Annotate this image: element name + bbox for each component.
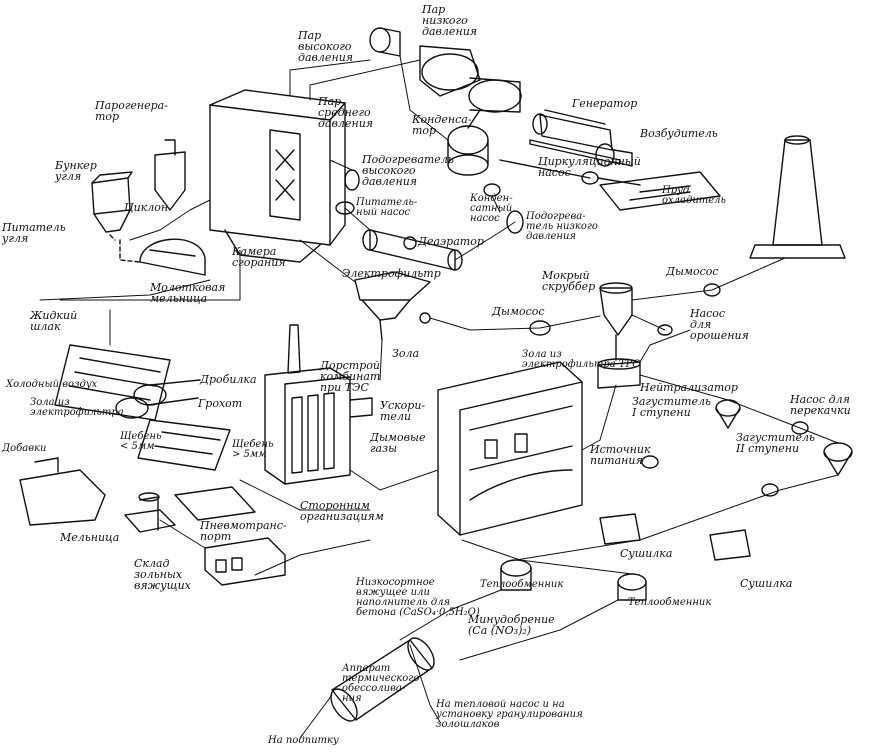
electrofilter-unit — [354, 271, 431, 341]
label-to-makeup: На подпитку — [268, 735, 339, 746]
label-steam-low-pressure: Пар низкого давления — [422, 3, 478, 38]
label-pneumatic-transport: Пневмотранс- порт — [200, 519, 287, 543]
label-coal-bunker: Бункер угля — [55, 159, 97, 183]
label-steam-generator: Парогенера- тор — [95, 99, 168, 123]
label-smoke-exhauster-right: Дымосос — [666, 265, 719, 278]
label-wet-scrubber: Мокрый скруббер — [542, 269, 596, 293]
gravel-tray — [174, 486, 256, 521]
label-transfer-pump: Насос для перекачки — [790, 393, 851, 417]
turbine-assembly — [369, 27, 522, 113]
label-tes-complex: Дорстрой комбинат при ТЭС — [320, 359, 381, 394]
circulation-pump — [499, 159, 641, 186]
label-low-grade-binder: Низкосортное вяжущее или наполнитель для… — [356, 577, 480, 618]
cooling-pond — [599, 171, 721, 211]
exciter-unit — [595, 143, 633, 167]
crusher-rolls — [115, 379, 201, 419]
label-neutralizer: Нейтрализатор — [640, 381, 738, 394]
label-heat-exchanger-2: Теплообменник — [628, 597, 712, 608]
cyclone-separator — [154, 139, 186, 211]
label-ash: Зола — [392, 347, 420, 360]
label-hp-heater: Подогреватель высокого давления — [362, 153, 454, 188]
label-desalination-apparatus: Аппарат термического обессолива- ния — [342, 663, 420, 704]
label-electrofilter: Электрофильтр — [342, 267, 441, 280]
label-accelerators: Ускори- тели — [380, 399, 426, 423]
label-smoke-exhauster-left: Дымосос — [492, 305, 545, 318]
label-gravel-gt5: Щебень > 5мм — [232, 439, 274, 460]
neutralizer-tank — [597, 358, 641, 389]
deaerator-tank — [362, 229, 463, 271]
label-thickener-1: Загуститель I ступени — [632, 395, 711, 419]
label-cold-air: Холодный воздух — [6, 379, 98, 390]
label-screen: Грохот — [198, 397, 243, 410]
boiler — [209, 89, 346, 263]
label-feed-pump: Питатель- ный насос — [356, 197, 418, 218]
ash-binder-silo — [204, 537, 286, 586]
chimney — [749, 135, 846, 259]
label-condenser: Конденса- тор — [412, 113, 472, 137]
label-coal-feeder: Питатель угля — [2, 221, 66, 245]
hammer-mill — [139, 238, 206, 276]
label-heat-exchanger-1: Теплообменник — [480, 579, 564, 590]
label-outside-organizations: Сторонним организациям — [300, 499, 384, 523]
label-flue-gases: Дымовые газы — [370, 431, 426, 455]
label-ash-from-filter: Зола из электрофильтра — [30, 397, 124, 418]
label-circulation-pump: Циркуляционный насос — [538, 155, 641, 179]
label-to-heat-pump: На тепловой насос и на установку гранули… — [436, 699, 583, 730]
label-thickener-2: Загуститель II ступени — [736, 431, 815, 455]
label-generator: Генератор — [572, 97, 638, 110]
desalination-apparatus — [330, 637, 435, 722]
label-crusher: Дробилка — [200, 373, 257, 386]
label-deaerator: Деаэратор — [418, 235, 484, 248]
label-power-source: Источник питания — [590, 443, 651, 467]
slag-mill — [19, 457, 106, 526]
label-mineral-fertilizer: Минудобрение (Ca (NO₃)₂) — [468, 613, 555, 637]
label-ash-from-tpp: Зола из электрофильтра ТРС — [522, 349, 640, 370]
label-hammer-mill: Молотковая мельница — [150, 281, 226, 305]
label-condensate-pump: Конден- сатный насос — [470, 193, 513, 224]
label-gravel-lt5: Щебень < 5мм — [120, 431, 162, 452]
label-steam-high-pressure: Пар высокого давления — [298, 29, 354, 64]
vibrating-screen — [137, 419, 231, 471]
label-cooling-pond: Пруд охладитель — [662, 185, 726, 206]
binder-plant — [264, 324, 373, 485]
process-hall — [437, 361, 659, 536]
label-dryer-2: Сушилка — [740, 577, 793, 590]
label-cyclone: Циклон — [124, 201, 169, 214]
wet-scrubber — [599, 282, 633, 361]
cement-mill — [124, 492, 176, 533]
coal-bunker — [91, 171, 133, 233]
label-mill: Мельница — [60, 531, 120, 544]
label-combustion-chamber: Камера сгорания — [232, 245, 286, 269]
label-dryer-1: Сушилка — [620, 547, 673, 560]
pipelines — [39, 55, 839, 739]
label-liquid-slag: Жидкий шлак — [30, 309, 78, 333]
label-irrigation-pump: Насос для орошения — [690, 307, 749, 342]
label-exciter: Возбудитель — [640, 127, 718, 140]
label-ash-binder-storage: Склад зольных вяжущих — [134, 557, 191, 592]
label-lp-heater: Подогрева- тель низкого давления — [526, 211, 598, 242]
label-additives: Добавки — [2, 443, 47, 454]
label-steam-medium-pressure: Пар среднего давления — [318, 95, 374, 130]
